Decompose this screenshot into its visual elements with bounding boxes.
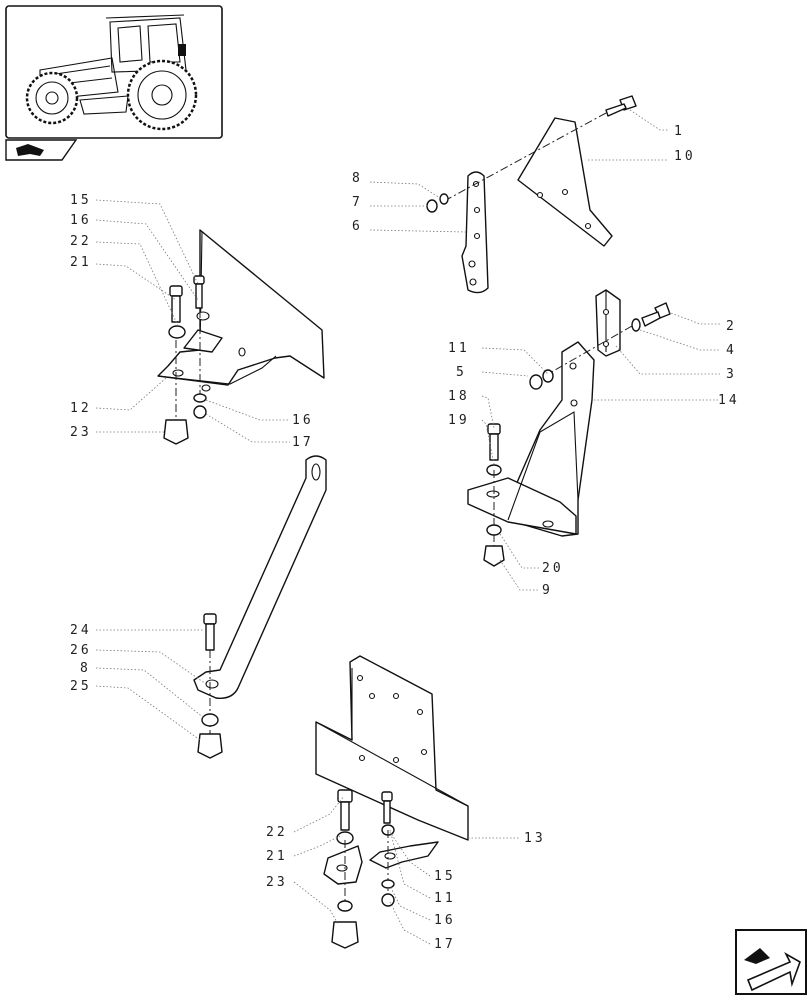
bracket-12 — [157, 229, 325, 392]
callout-6: 6 — [352, 219, 363, 234]
leader-lines — [95, 109, 720, 945]
nut-7-washer-8 — [426, 193, 449, 213]
callout-22: 22 — [70, 234, 92, 249]
mounting-bracket-6 — [461, 171, 489, 294]
bolt-2-washer-4 — [631, 302, 671, 332]
nut-5-washer-11 — [529, 369, 554, 390]
small-bracket-3 — [595, 289, 621, 357]
callout-16: 16 — [434, 913, 456, 928]
callout-16: 16 — [70, 213, 92, 228]
callout-20: 20 — [542, 561, 564, 576]
support-14 — [467, 341, 595, 537]
callout-9: 9 — [542, 583, 553, 598]
callout-15: 15 — [434, 869, 456, 884]
callout-21: 21 — [70, 255, 92, 270]
bolt-18-washer-19 — [486, 423, 502, 476]
callout-23: 23 — [266, 875, 288, 890]
callout-23: 23 — [70, 425, 92, 440]
callout-8: 8 — [80, 661, 91, 676]
callout-4: 4 — [726, 343, 737, 358]
bottom-brackets-12 — [323, 841, 439, 885]
callout-26: 26 — [70, 643, 92, 658]
callout-labels: 1 10 8 7 6 15 16 22 21 12 23 16 17 2 4 3… — [70, 124, 740, 952]
callout-1: 1 — [674, 124, 685, 139]
callout-5: 5 — [456, 365, 467, 380]
callout-14: 14 — [718, 393, 740, 408]
callout-3: 3 — [726, 367, 737, 382]
callout-2: 2 — [726, 319, 737, 334]
callout-11: 11 — [434, 891, 456, 906]
callout-16: 16 — [292, 413, 314, 428]
next-page-arrow-icon[interactable] — [735, 929, 807, 995]
callout-19: 19 — [448, 413, 470, 428]
nut-23-washer-16-17 — [163, 393, 207, 445]
nuts-23-16-17 — [331, 879, 395, 949]
strap-26 — [193, 455, 327, 699]
washer-20-nut-9 — [483, 524, 505, 567]
callout-24: 24 — [70, 623, 92, 638]
callout-25: 25 — [70, 679, 92, 694]
callout-8: 8 — [352, 171, 363, 186]
tractor-thumbnail-icon — [5, 5, 223, 139]
callout-17: 17 — [434, 937, 456, 952]
washer-8-nut-25 — [197, 713, 223, 759]
callout-12: 12 — [70, 401, 92, 416]
callout-10: 10 — [674, 149, 696, 164]
book-section-icon — [5, 139, 78, 161]
callout-18: 18 — [448, 389, 470, 404]
bolt-15-washer-22 — [168, 275, 205, 339]
callout-7: 7 — [352, 195, 363, 210]
callout-21: 21 — [266, 849, 288, 864]
callout-22: 22 — [266, 825, 288, 840]
bracket-13 — [315, 655, 469, 841]
bolts-15-21-22 — [336, 789, 395, 845]
triangular-plate-10 — [517, 117, 613, 247]
callout-13: 13 — [524, 831, 546, 846]
callout-15: 15 — [70, 193, 92, 208]
callout-11: 11 — [448, 341, 470, 356]
bolt-24 — [203, 613, 217, 651]
callout-17: 17 — [292, 435, 314, 450]
bolt-1 — [605, 95, 637, 117]
